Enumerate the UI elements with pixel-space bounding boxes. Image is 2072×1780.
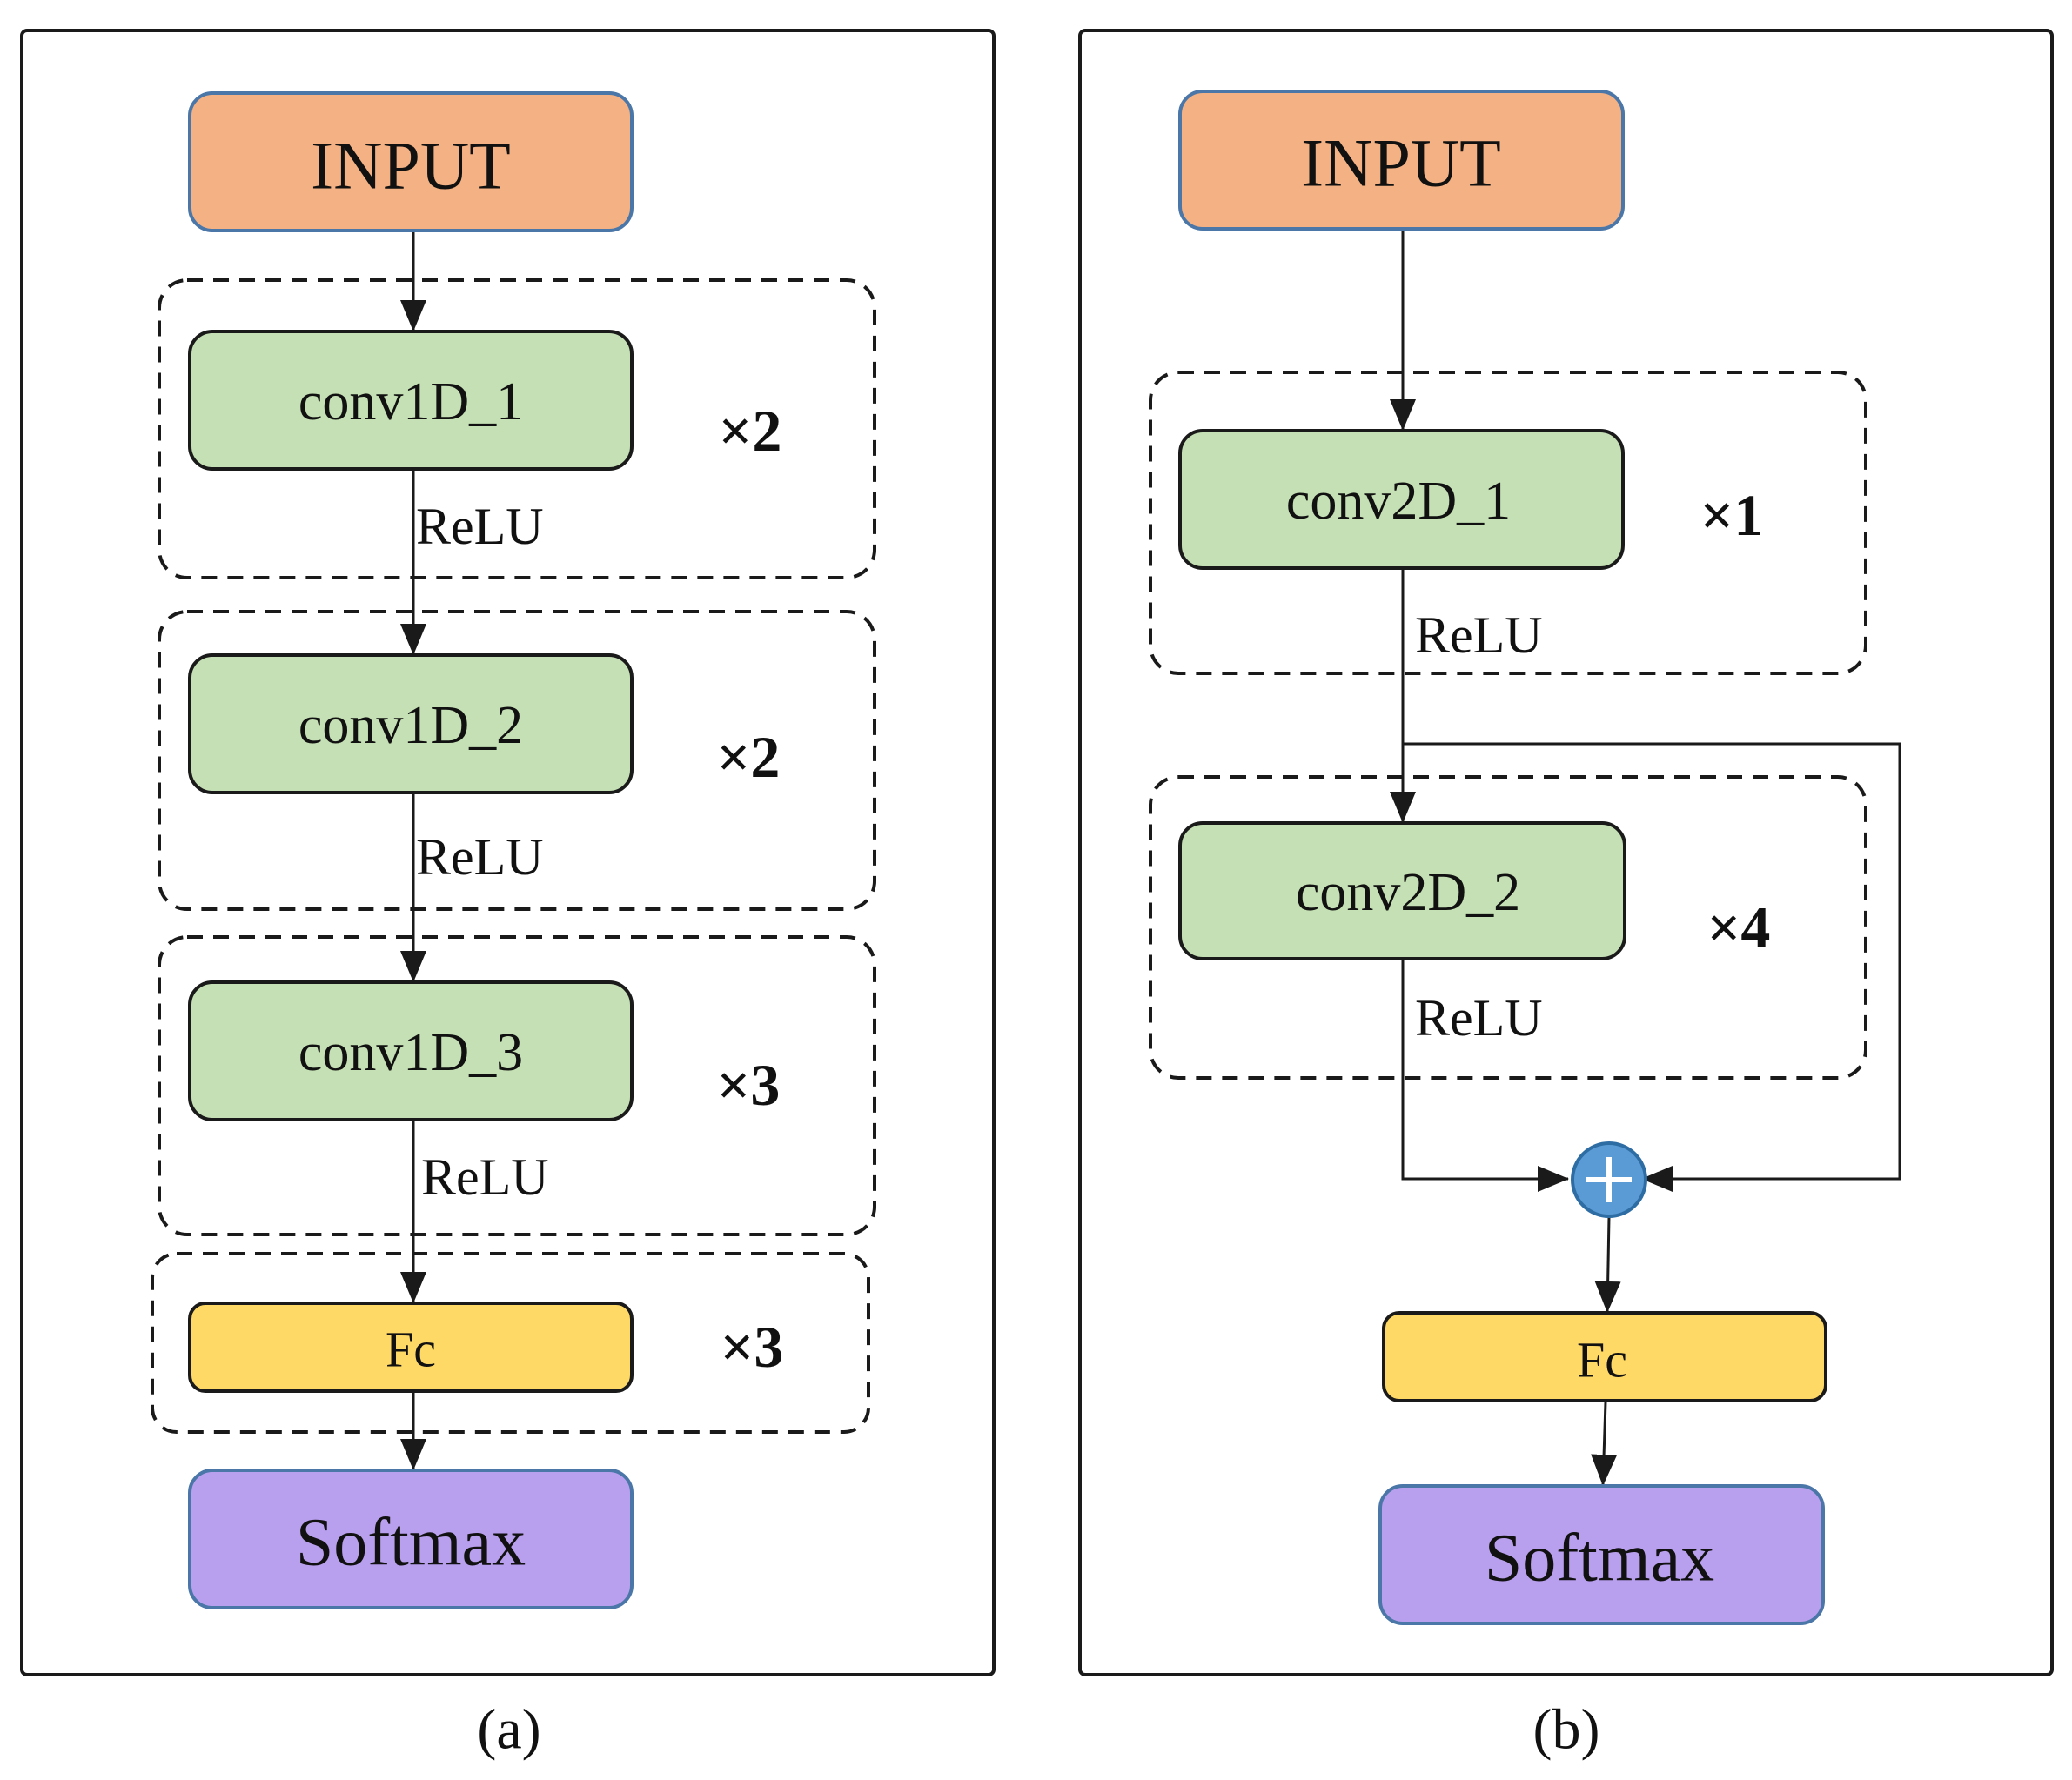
panel-b-fc-node: Fc (1382, 1311, 1827, 1402)
panel-a-mult-4: ×3 (721, 1314, 784, 1380)
panel-b-softmax-label: Softmax (1485, 1520, 1714, 1596)
panel-b-caption: (b) (1533, 1698, 1600, 1762)
panel-b-input-node: INPUT (1178, 90, 1625, 231)
panel-b-edge-conv2-add (1401, 960, 1569, 1192)
panel-a-conv3-node: conv1D_3 (188, 980, 634, 1121)
panel-a-group-2 (158, 610, 876, 911)
panel-b-mult-2: ×4 (1707, 894, 1771, 960)
panel-a-conv1-node: conv1D_1 (188, 330, 634, 471)
panel-b-conv2-label: conv2D_2 (1296, 863, 1520, 922)
panel-b-fc-label: Fc (1577, 1332, 1627, 1389)
panel-b: INPUT conv2D_1 conv2D_2 Fc Softmax ReLU … (1078, 29, 2054, 1762)
panel-b-input-label: INPUT (1301, 125, 1501, 201)
panel-a-relu-3: ReLU (421, 1148, 549, 1206)
panel-a-mult-1: ×2 (719, 398, 782, 464)
panel-b-conv2-node: conv2D_2 (1178, 821, 1626, 960)
panel-b-edge-fc-softmax (1591, 1402, 1618, 1486)
panel-b-relu-2: ReLU (1415, 989, 1543, 1047)
panel-a-input-node: INPUT (188, 91, 634, 232)
panel-a-conv1-label: conv1D_1 (298, 372, 523, 432)
panel-a-mult-3: ×3 (717, 1052, 781, 1118)
panel-b-mult-1: ×1 (1700, 482, 1764, 548)
panel-b-relu-1: ReLU (1415, 606, 1543, 664)
panel-a-softmax-node: Softmax (188, 1469, 634, 1609)
panel-a-relu-2: ReLU (416, 828, 544, 886)
panel-b-softmax-node: Softmax (1378, 1484, 1825, 1625)
panel-a-fc-label: Fc (386, 1322, 436, 1378)
panel-a-softmax-label: Softmax (296, 1504, 526, 1580)
panel-b-edge-add-fc (1594, 1216, 1621, 1313)
panel-a-mult-2: ×2 (717, 724, 781, 790)
panel-b-conv1-label: conv2D_1 (1286, 472, 1511, 531)
panel-a: INPUT conv1D_1 conv1D_2 conv1D_3 Fc Soft… (20, 29, 996, 1762)
panel-a-fc-node: Fc (188, 1302, 634, 1393)
panel-a-caption: (a) (477, 1698, 540, 1762)
panel-a-input-label: INPUT (311, 128, 511, 204)
panel-b-add-node (1571, 1141, 1647, 1218)
panel-a-group-4 (151, 1252, 870, 1434)
panel-b-conv1-node: conv2D_1 (1178, 429, 1625, 570)
panel-a-conv2-label: conv1D_2 (298, 696, 523, 755)
panel-b-skip-connection (1403, 742, 1901, 1192)
panel-a-group-3 (158, 935, 876, 1236)
panel-a-conv3-label: conv1D_3 (298, 1023, 523, 1082)
panel-a-relu-1: ReLU (416, 498, 544, 555)
panel-a-group-1 (158, 278, 876, 579)
panel-a-conv2-node: conv1D_2 (188, 653, 634, 794)
